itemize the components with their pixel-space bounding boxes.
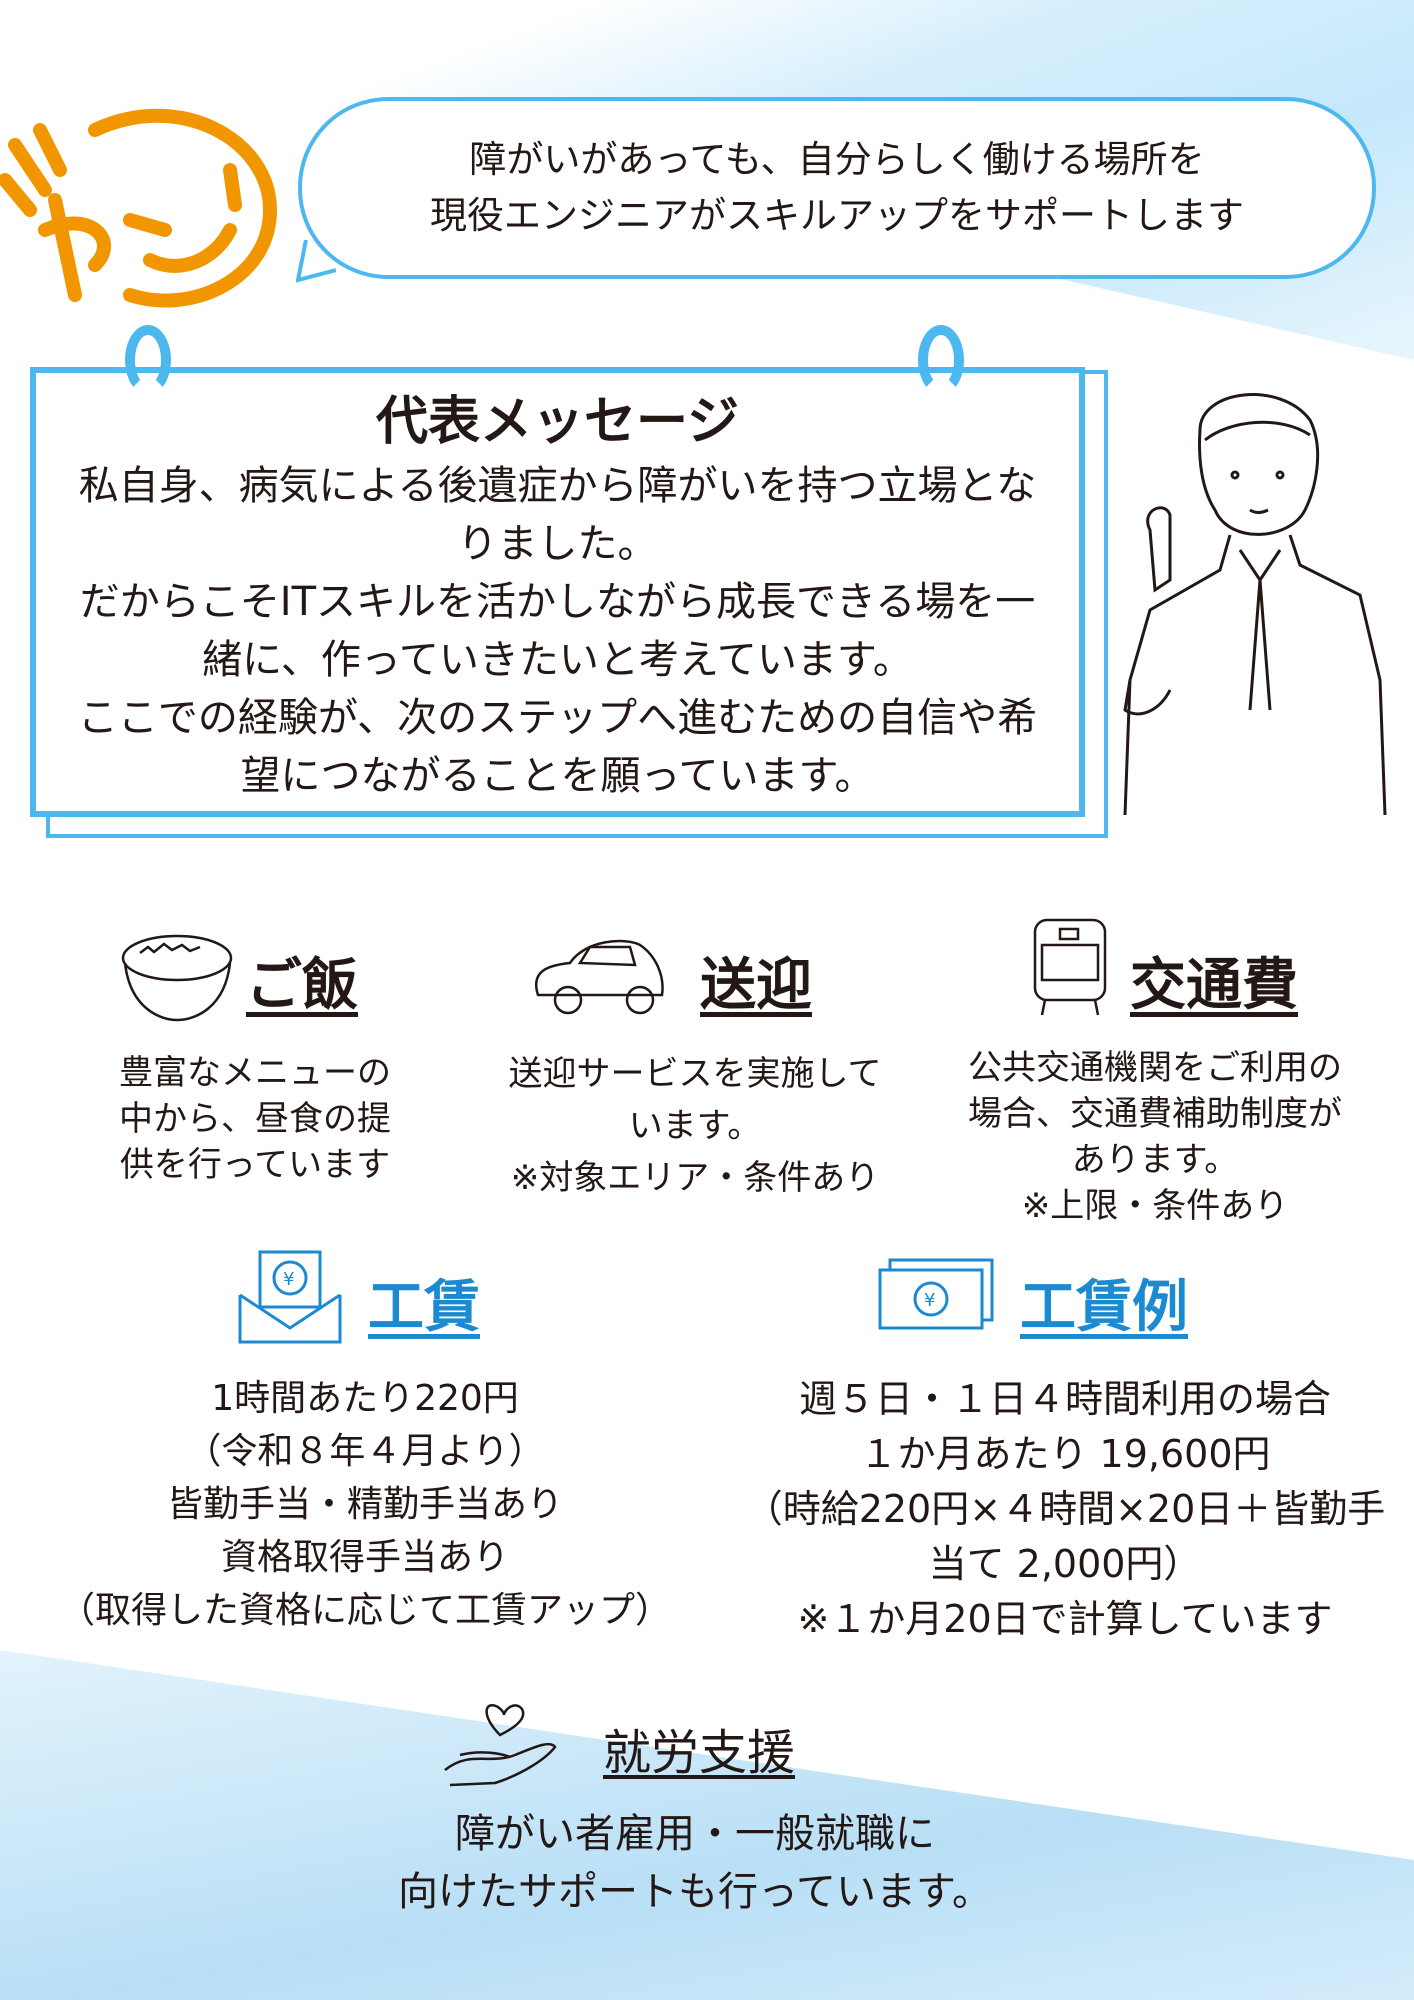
text-line: 公共交通機関をご利用の: [968, 1048, 1342, 1088]
service-title-meal: ご飯: [246, 953, 358, 1018]
text-line: 送迎サービスを実施して: [508, 1054, 882, 1094]
text-line: （取得した資格に応じて工賃アップ）: [58, 1590, 671, 1631]
binder-ring-icon: [918, 325, 964, 395]
bubble-line-2: 現役エンジニアがスキルアップをサポートします: [430, 194, 1244, 237]
text-line: 週５日・１日４時間利用の場合: [798, 1377, 1331, 1421]
message-line: りました。: [457, 521, 658, 567]
text-line: １か月あたり 19,600円: [859, 1432, 1271, 1476]
banknote-yen-icon: ¥: [878, 1258, 994, 1330]
text-line: 資格取得手当あり: [220, 1537, 509, 1578]
service-text-meal: 豊富なメニューの 中から、昼食の提 供を行っています: [70, 1050, 440, 1188]
message-line: 私自身、病気による後遺症から障がいを持つ立場とな: [78, 463, 1037, 509]
logo-icon: [0, 108, 278, 308]
message-title: 代表メッセージ: [376, 392, 739, 452]
text-line: 皆勤手当・精勤手当あり: [166, 1484, 563, 1525]
hand-heart-icon: [444, 1704, 557, 1787]
text-line: 1時間あたり220円: [211, 1378, 519, 1419]
service-title-transport: 送迎: [700, 953, 812, 1018]
wage-example-title: 工賃例: [1020, 1275, 1188, 1340]
businessman-illustration-icon: [1123, 393, 1387, 815]
wage-title: 工賃: [368, 1275, 480, 1340]
message-line: 望につながることを願っています。: [240, 753, 875, 799]
message-line: だからこそITスキルを活かしながら成長できる場を一: [79, 579, 1036, 625]
message-box: 代表メッセージ 私自身、病気による後遺症から障がいを持つ立場とな りました。 だ…: [30, 367, 1085, 817]
service-text-commute: 公共交通機関をご利用の 場合、交通費補助制度が あります。 ※上限・条件あり: [935, 1045, 1375, 1229]
text-line: あります。: [1071, 1140, 1239, 1180]
rice-bowl-icon: [121, 934, 233, 1022]
text-line: （令和８年４月より）: [185, 1431, 545, 1472]
text-line: います。: [628, 1106, 762, 1146]
bubble-line-1: 障がいがあっても、自分らしく働ける場所を: [469, 138, 1205, 181]
car-icon: [535, 939, 664, 1015]
service-title-commute: 交通費: [1130, 953, 1298, 1018]
text-line: 障がい者雇用・一般就職に: [455, 1811, 935, 1857]
text-line: 向けたサポートも行っています。: [398, 1869, 992, 1915]
message-line: ここでの経験が、次のステップへ進むための自信や希: [77, 695, 1038, 741]
train-icon: [1033, 918, 1107, 1016]
text-line: 供を行っています: [119, 1145, 391, 1185]
text-line: ※上限・条件あり: [1021, 1186, 1289, 1226]
service-text-transport: 送迎サービスを実施して います。 ※対象エリア・条件あり: [470, 1048, 920, 1204]
text-line: ※１か月20日で計算しています: [797, 1597, 1333, 1641]
wage-example-text: 週５日・１日４時間利用の場合 １か月あたり 19,600円 （時給220円×４時…: [720, 1372, 1410, 1647]
envelope-yen-icon: ¥: [238, 1250, 342, 1344]
binder-ring-icon: [125, 325, 171, 395]
wage-text: 1時間あたり220円 （令和８年４月より） 皆勤手当・精勤手当あり 資格取得手当…: [40, 1372, 690, 1637]
text-line: ※対象エリア・条件あり: [510, 1158, 880, 1198]
svg-text:¥: ¥: [283, 1269, 294, 1290]
text-line: 豊富なメニューの: [119, 1053, 391, 1093]
support-title: 就労支援: [603, 1725, 796, 1781]
text-line: 場合、交通費補助制度が: [968, 1094, 1342, 1134]
support-text: 障がい者雇用・一般就職に 向けたサポートも行っています。: [300, 1805, 1090, 1921]
text-line: 当て 2,000円）: [928, 1542, 1202, 1586]
text-line: 中から、昼食の提: [119, 1099, 391, 1139]
bubble-tail-icon: [296, 240, 336, 283]
text-line: （時給220円×４時間×20日＋皆勤手: [744, 1487, 1386, 1531]
svg-text:¥: ¥: [924, 1290, 935, 1311]
message-line: 緒に、作っていきたいと考えています。: [202, 637, 913, 683]
speech-bubble: 障がいがあっても、自分らしく働ける場所を 現役エンジニアがスキルアップをサポート…: [298, 97, 1376, 279]
